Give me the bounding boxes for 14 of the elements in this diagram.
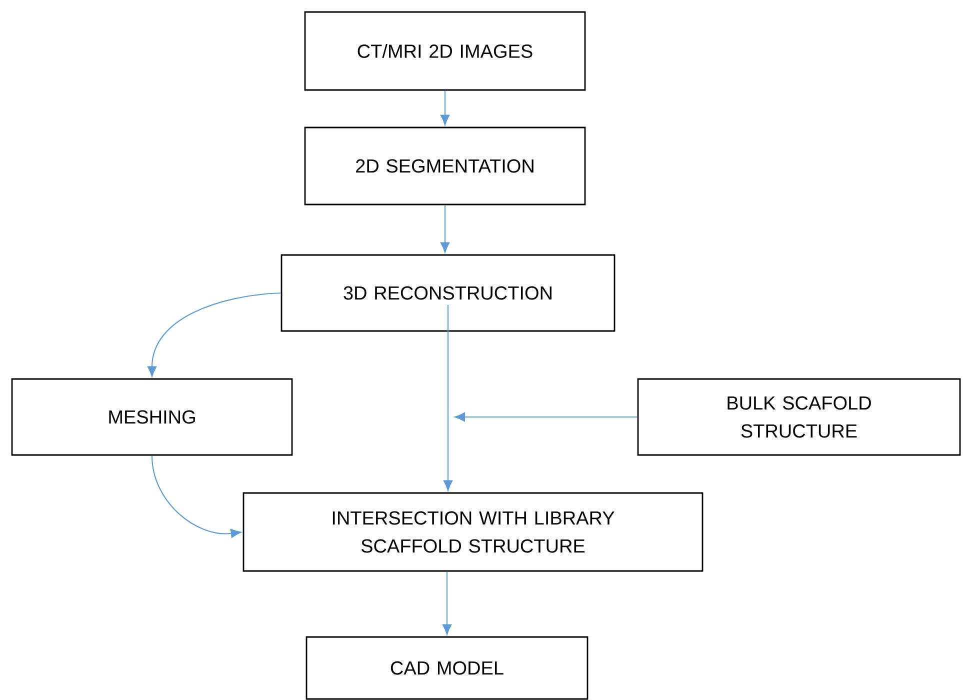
process-box: BULK SCAFOLD STRUCTURE bbox=[637, 378, 961, 456]
arrow bbox=[151, 456, 242, 538]
arrow bbox=[454, 412, 638, 422]
process-box: 3D RECONSTRUCTION bbox=[280, 254, 616, 332]
arrow bbox=[440, 205, 450, 253]
process-box: INTERSECTION WITH LIBRARY SCAFFOLD STRUCTURE bbox=[242, 492, 704, 572]
arrow bbox=[443, 305, 453, 491]
process-box: CT/MRI 2D IMAGES bbox=[304, 11, 586, 91]
process-box: 2D SEGMENTATION bbox=[304, 126, 586, 206]
arrow bbox=[147, 292, 281, 377]
arrow bbox=[440, 90, 450, 126]
process-box: MESHING bbox=[11, 378, 293, 456]
arrow bbox=[442, 572, 452, 635]
process-box: CAD MODEL bbox=[306, 636, 588, 700]
